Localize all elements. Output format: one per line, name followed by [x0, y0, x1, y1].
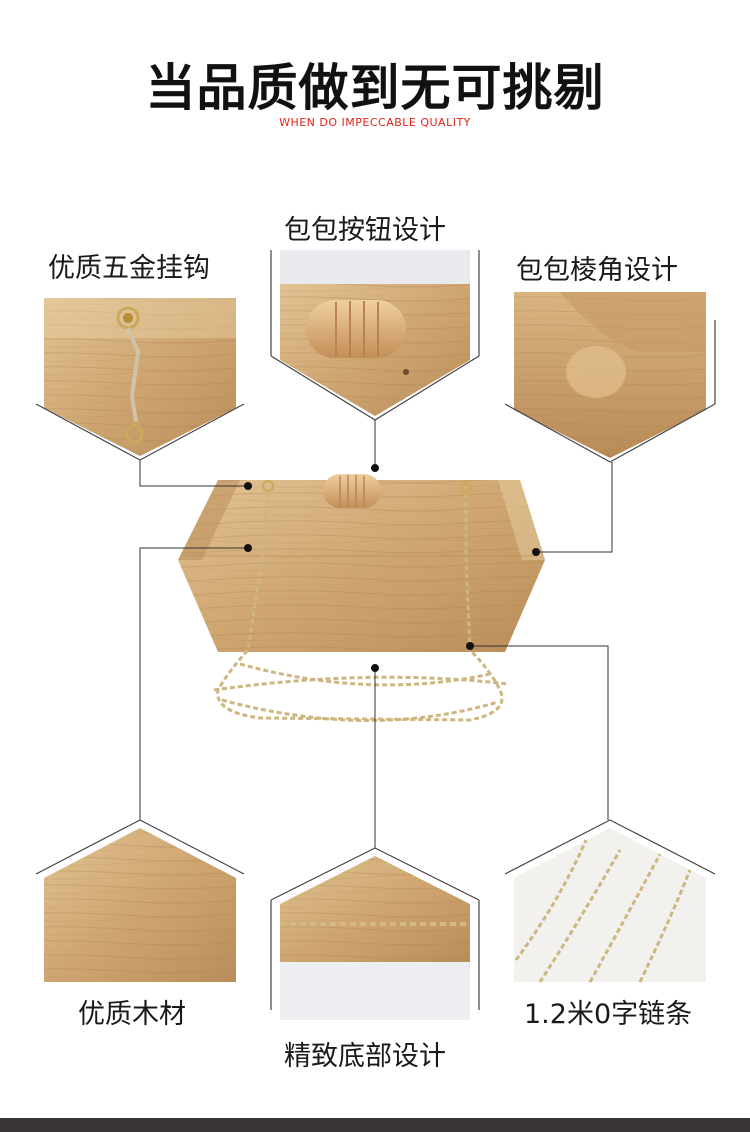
label-button: 包包按钮设计 — [284, 215, 446, 246]
bag-knob-icon — [323, 474, 381, 508]
callout-lines — [139, 420, 613, 848]
bottom-panel — [270, 847, 480, 1020]
button-panel — [270, 250, 480, 421]
label-corner: 包包棱角设计 — [516, 255, 678, 286]
corner-panel — [504, 292, 716, 463]
page-title: 当品质做到无可挑剔 — [145, 59, 605, 117]
label-wood: 优质木材 — [78, 999, 186, 1030]
callout-dots — [244, 464, 540, 672]
clutch-bag — [178, 474, 545, 722]
page-subtitle: WHEN DO IMPECCABLE QUALITY — [279, 116, 471, 129]
label-chain: 1.2米0字链条 — [524, 999, 693, 1030]
label-hook: 优质五金挂钩 — [48, 253, 210, 284]
hook-ring-icon — [116, 306, 140, 330]
wood-panel — [35, 819, 245, 982]
knob-icon — [306, 300, 406, 358]
label-bottom: 精致底部设计 — [284, 1041, 446, 1072]
footer-bar — [0, 1118, 750, 1132]
bag-chain — [213, 491, 509, 722]
hook-panel — [35, 298, 245, 461]
chain-panel — [504, 819, 716, 983]
